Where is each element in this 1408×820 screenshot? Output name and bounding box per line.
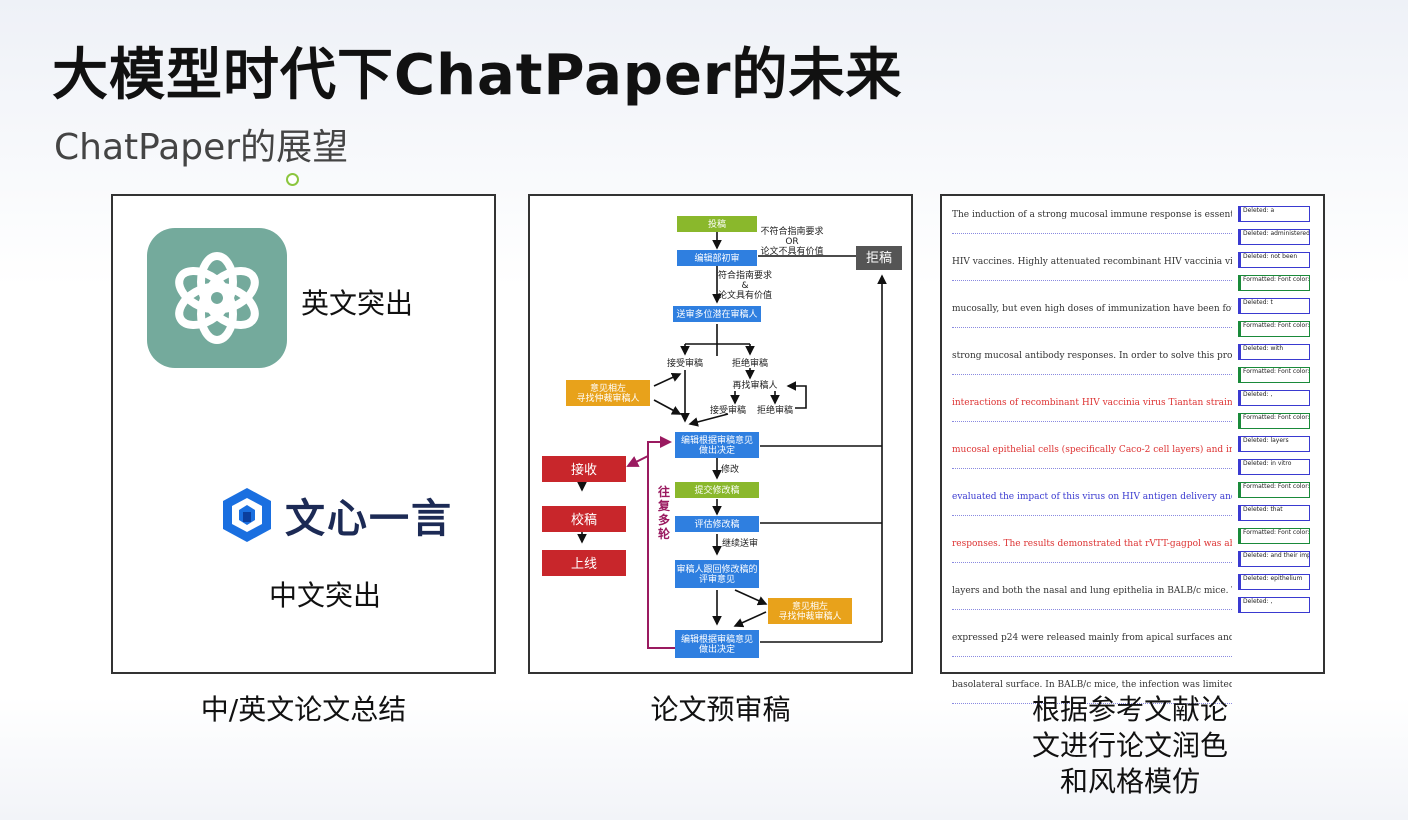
change-comment: Deleted: a <box>1238 206 1310 222</box>
flow-node <box>673 306 761 322</box>
summary-panel: 英文突出 文心一言 中文突出 <box>111 194 496 674</box>
openai-logo-icon <box>147 228 287 368</box>
change-comment: Deleted: epithelium <box>1238 574 1310 590</box>
flow-node <box>542 506 626 532</box>
chinese-strength-label: 中文突出 <box>269 579 382 612</box>
wenxin-logo-icon <box>223 488 271 542</box>
flow-label: 校稿 <box>571 512 597 528</box>
flow-label: 拒稿 <box>866 250 892 266</box>
document-text: The induction of a strong mucosal immune… <box>952 210 1232 727</box>
flow-note: 意见相左寻找仲裁审稿人 <box>576 382 639 404</box>
document-line: evaluated the impact of this virus on HI… <box>952 492 1232 516</box>
flow-node <box>566 380 650 406</box>
flow-node <box>675 432 759 458</box>
document-line: expressed p24 were released mainly from … <box>952 633 1232 657</box>
change-comment: Deleted: not been <box>1238 252 1310 268</box>
polish-caption-line: 文进行论文润色 <box>1031 729 1228 762</box>
flow-node <box>542 456 626 482</box>
multi-round-label: 往复多轮 <box>657 484 671 541</box>
flow-label: 拒绝审稿 <box>732 357 768 369</box>
change-comment: Deleted: with <box>1238 344 1310 360</box>
change-comment: Deleted: t <box>1238 298 1310 314</box>
change-comment: Formatted: Font color: Re <box>1238 321 1310 337</box>
document-line: mucosally, but even high doses of immuni… <box>952 304 1232 328</box>
flow-note: 审稿人跟回修改稿的评审意见 <box>676 563 757 585</box>
document-line: interactions of recombinant HIV vaccinia… <box>952 398 1232 422</box>
change-comment: Deleted: , <box>1238 390 1310 406</box>
document-line: HIV vaccines. Highly attenuated recombin… <box>952 257 1232 281</box>
flow-node <box>677 216 757 232</box>
document-line: mucosal epithelial cells (specifically C… <box>952 445 1232 469</box>
flow-label: 评估修改稿 <box>694 518 739 530</box>
prereview-caption: 论文预审稿 <box>650 693 791 726</box>
document-line: basolateral surface. In BALB/c mice, the… <box>952 680 1232 704</box>
flow-node <box>768 598 852 624</box>
flow-node <box>675 516 759 532</box>
flow-node <box>542 550 626 576</box>
flow-node <box>675 630 759 658</box>
change-comment: Deleted: administered <box>1238 229 1310 245</box>
flow-label: 接收 <box>571 462 597 478</box>
document-line: layers and both the nasal and lung epith… <box>952 586 1232 610</box>
flow-note: 编辑根据审稿意见做出决定 <box>681 633 753 655</box>
flow-node <box>677 250 757 266</box>
flow-node <box>856 246 902 270</box>
flow-note: 意见相左寻找仲裁审稿人 <box>778 600 841 622</box>
polish-panel: The induction of a strong mucosal immune… <box>940 194 1325 704</box>
flow-node <box>675 560 759 588</box>
flow-note: 编辑根据审稿意见做出决定 <box>681 434 753 456</box>
flow-label: 编辑部初审 <box>694 252 739 264</box>
flow-label: 修改 <box>721 463 739 475</box>
flow-label: 送审多位潜在审稿人 <box>676 308 757 320</box>
flow-label: 拒绝审稿 <box>757 404 793 416</box>
change-comment: Formatted: Font color: Re <box>1238 367 1310 383</box>
pointer-indicator <box>286 173 299 186</box>
slide-title: 大模型时代下ChatPaper的未来 <box>52 43 903 108</box>
flow-label: 接受审稿 <box>710 404 746 416</box>
flow-label: 上线 <box>571 557 597 572</box>
wenxin-logo: 文心一言 <box>221 486 453 544</box>
change-comment: Formatted: Font color: Re <box>1238 482 1310 498</box>
document-line: strong mucosal antibody responses. In or… <box>952 351 1232 375</box>
flow-label: 继续送审 <box>722 537 758 549</box>
document-line: The induction of a strong mucosal immune… <box>952 210 1232 234</box>
polish-caption-line: 和风格模仿 <box>1059 765 1200 798</box>
change-comment: Deleted: and their impact <box>1238 551 1310 567</box>
flow-note: 符合指南要求&论文具有价值 <box>718 269 772 301</box>
change-comment: Deleted: layers <box>1238 436 1310 452</box>
flow-label: 投稿 <box>708 218 726 230</box>
change-comment: Deleted: , <box>1238 597 1310 613</box>
english-strength-label: 英文突出 <box>301 287 414 320</box>
change-comment: Formatted: Font color: Re <box>1238 413 1310 429</box>
change-comment: Formatted: Font color: Re <box>1238 528 1310 544</box>
change-comment: Deleted: that <box>1238 505 1310 521</box>
slide-subtitle: ChatPaper的展望 <box>54 127 349 168</box>
wenxin-name: 文心一言 <box>285 496 453 542</box>
change-comment: Formatted: Font color: Re <box>1238 275 1310 291</box>
document-line: responses. The results demonstrated that… <box>952 539 1232 563</box>
polish-caption-line: 根据参考文献论 <box>1031 693 1228 726</box>
flow-node <box>675 482 759 498</box>
polish-caption: 根据参考文献论 文进行论文润色 和风格模仿 <box>1000 692 1260 800</box>
flow-label: 再找审稿人 <box>732 379 777 391</box>
flow-label: 接受审稿 <box>667 357 703 369</box>
summary-caption: 中/英文论文总结 <box>200 693 407 726</box>
flow-label: 提交修改稿 <box>694 484 739 496</box>
change-comment: Deleted: in vitro <box>1238 459 1310 475</box>
